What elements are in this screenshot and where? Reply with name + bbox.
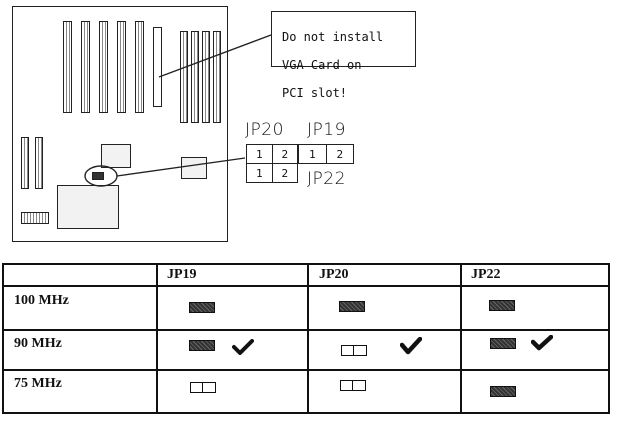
connector (21, 212, 49, 224)
checkmark-icon (232, 339, 254, 355)
expansion-slot (135, 21, 144, 113)
expansion-slot (63, 21, 72, 113)
expansion-slot (81, 21, 90, 113)
row-divider (4, 369, 608, 371)
row-divider (4, 285, 608, 287)
column-divider (460, 265, 462, 412)
jp19-pins: 1 2 (298, 144, 354, 164)
diagram-lines (84, 34, 272, 187)
expansion-slot (99, 21, 108, 113)
row-divider (4, 329, 608, 331)
cache-slot (21, 137, 29, 189)
pin-2: 2 (336, 148, 344, 161)
jp20-label: JP20 (245, 120, 284, 140)
jumper-leader-line (116, 157, 246, 177)
checkmark-icon (400, 337, 422, 355)
vga-warning-callout: Do not install VGA Card on PCI slot! (271, 11, 416, 100)
expansion-slot (117, 21, 126, 113)
cache-slot (35, 137, 43, 189)
column-divider (307, 265, 309, 412)
header-jp22: JP22 (471, 267, 501, 282)
jp22-label: JP22 (307, 169, 346, 189)
callout-leader-line (158, 34, 272, 78)
jumper-open-icon (340, 380, 366, 391)
jumper-closed-icon (489, 300, 515, 311)
jumper-closed-icon (339, 301, 365, 312)
checkmark-icon (531, 335, 553, 351)
jumper-closed-icon (490, 338, 516, 349)
jumper-open-icon (190, 382, 216, 393)
jumper-block (92, 172, 104, 180)
pin-2: 2 (281, 148, 289, 161)
jumper-highlight-circle (84, 165, 118, 187)
pin-2: 2 (281, 167, 289, 180)
memory-slot (180, 31, 188, 123)
row-label-100mhz: 100 MHz (14, 293, 69, 308)
chipset (101, 144, 131, 168)
jumper-closed-icon (189, 302, 215, 313)
memory-slot (191, 31, 199, 123)
jumper-closed-icon (490, 386, 516, 397)
pin-1: 1 (247, 145, 273, 163)
header-jp19: JP19 (167, 267, 197, 282)
chip (181, 157, 207, 179)
jumper-settings-table: JP19 JP20 JP22 100 MHz 90 MHz 75 MHz (2, 263, 610, 414)
column-divider (156, 265, 158, 412)
callout-line: Do not install (282, 30, 384, 44)
header-jp20: JP20 (319, 267, 349, 282)
row-label-90mhz: 90 MHz (14, 336, 62, 351)
jp19-label: JP19 (307, 120, 346, 140)
memory-slot (202, 31, 210, 123)
jp22-pins: 1 2 (246, 163, 298, 183)
row-label-75mhz: 75 MHz (14, 376, 62, 391)
cpu-socket (57, 185, 119, 229)
memory-slot (213, 31, 221, 123)
callout-line: VGA Card on (282, 58, 362, 72)
pin-1: 1 (299, 145, 327, 163)
motherboard-diagram (12, 6, 228, 242)
callout-line: PCI slot! (282, 86, 348, 100)
pin-1: 1 (247, 164, 273, 182)
jumper-open-icon (341, 345, 367, 356)
jumper-closed-icon (189, 340, 215, 351)
jp20-pins: 1 2 (246, 144, 298, 164)
pci-slot (153, 27, 162, 107)
